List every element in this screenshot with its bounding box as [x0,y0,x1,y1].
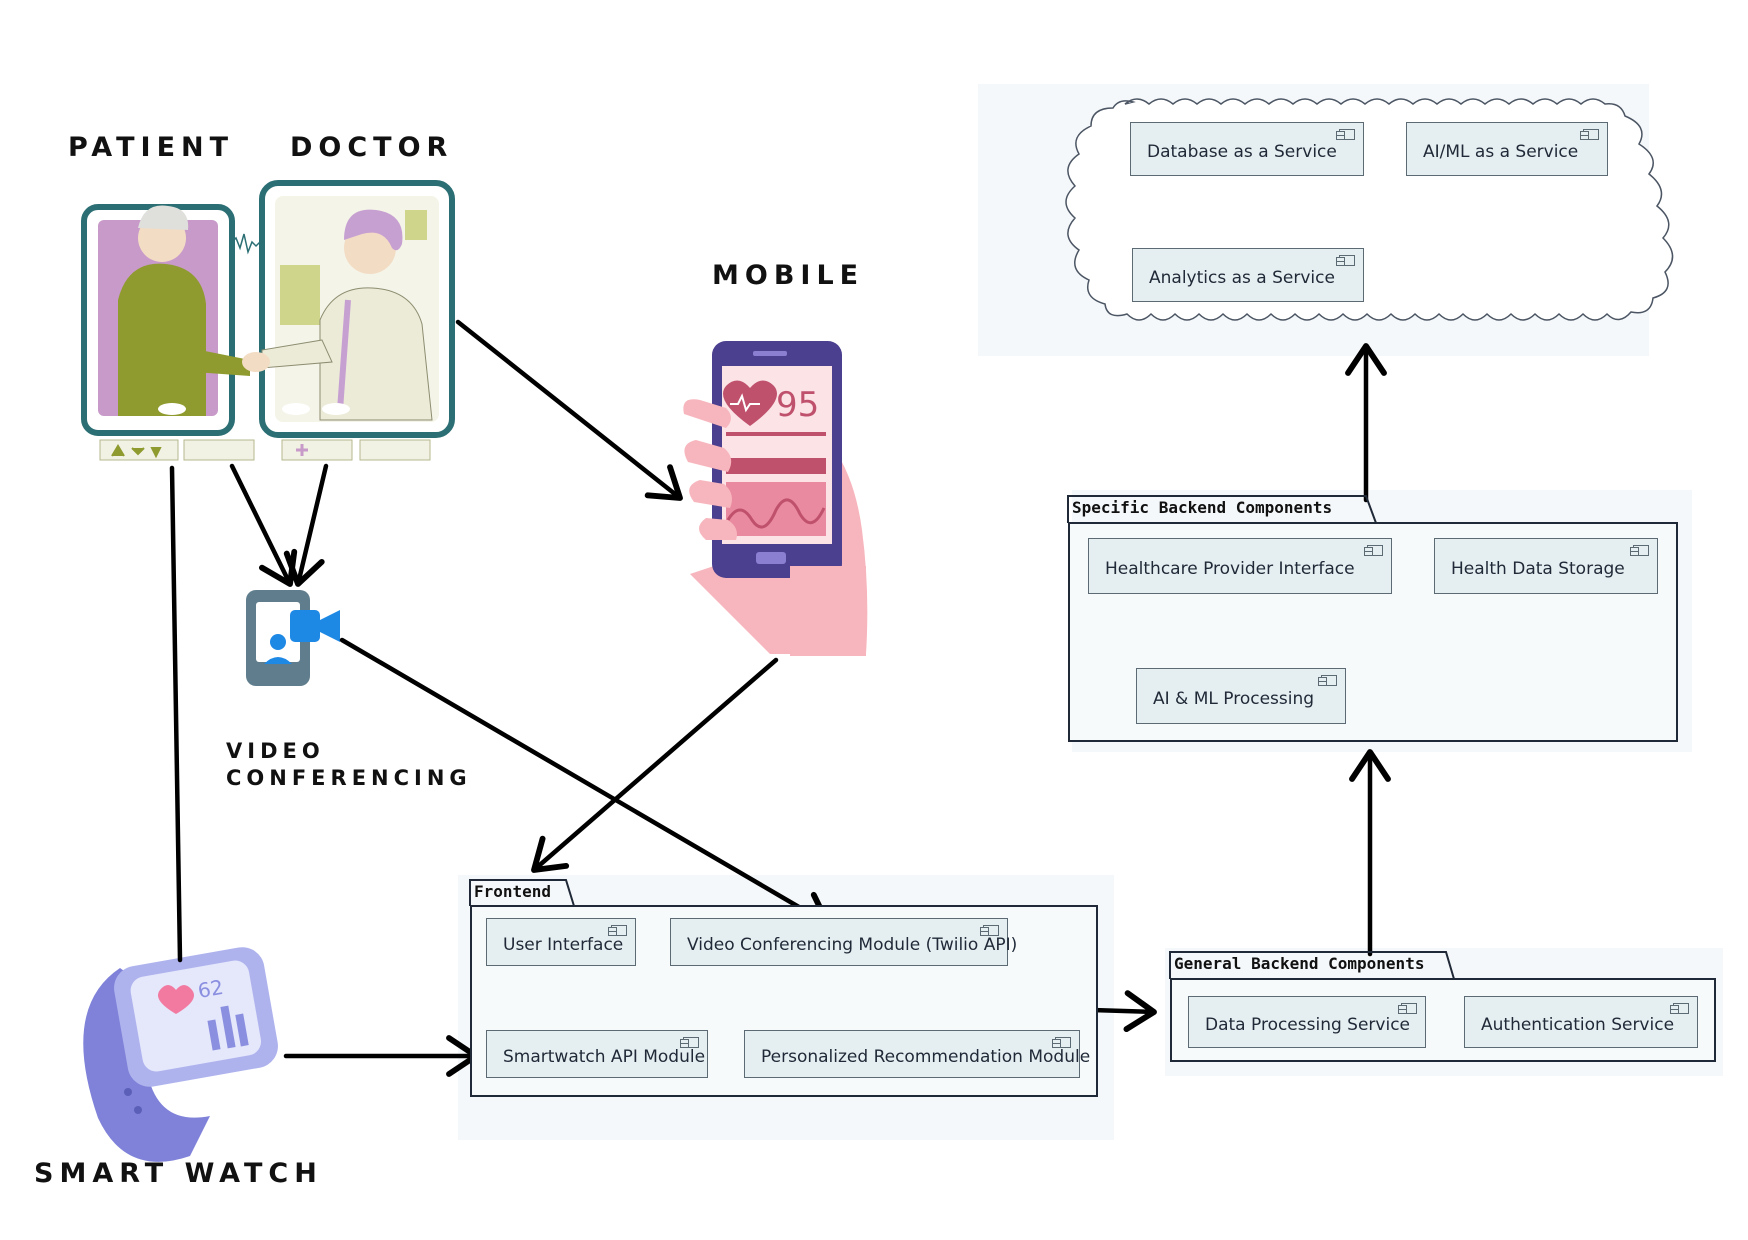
component-icon [1336,129,1355,140]
smartwatch-api-module-label: Smartwatch API Module [503,1047,706,1067]
component-icon [1052,1037,1071,1048]
component-icon [1670,1003,1689,1014]
component-icon [980,925,999,936]
data-processing-service: Data Processing Service [1188,996,1426,1048]
data-processing-service-label: Data Processing Service [1205,1015,1411,1035]
analytics-as-a-service-label: Analytics as a Service [1149,268,1335,288]
personalized-recommendation-module: Personalized Recommendation Module [744,1030,1090,1078]
ai-ml-processing-label: AI & ML Processing [1153,689,1315,709]
mobile-label: MOBILE [712,260,865,291]
video-label-line2: CONFERENCING [226,766,472,790]
video-conferencing-illustration [246,590,340,686]
specific-backend-title: Specific Backend Components [1072,498,1333,517]
patient-label: PATIENT [68,132,235,163]
component-icon [608,925,627,936]
arrow-frontend-to-general-backend [1089,990,1157,1033]
smartwatch-illustration: 62 [83,947,278,1162]
arrow-doctor-to-mobile [455,319,683,501]
smartwatch-label: SMART WATCH [34,1158,323,1189]
personalized-recommendation-module-label: Personalized Recommendation Module [761,1047,1091,1067]
component-icon [1398,1003,1417,1014]
component-icon [1318,675,1337,686]
health-data-storage: Health Data Storage [1434,538,1658,594]
analytics-as-a-service: Analytics as a Service [1132,248,1364,302]
watch-reading: 62 [196,975,225,1003]
database-as-a-service-label: Database as a Service [1147,142,1337,162]
ai-ml-as-a-service: AI/ML as a Service [1406,122,1608,176]
ai-ml-as-a-service-label: AI/ML as a Service [1423,142,1579,162]
general-backend-title: General Backend Components [1174,954,1425,973]
component-icon [1336,255,1355,266]
frontend-title: Frontend [474,882,552,901]
arrow-patient-to-video [229,463,298,587]
user-interface-label: User Interface [503,935,624,955]
smartwatch-api-module: Smartwatch API Module [486,1030,708,1078]
healthcare-provider-interface-label: Healthcare Provider Interface [1105,559,1355,579]
component-icon [1364,545,1383,556]
video-conferencing-label: VIDEO CONFERENCING [226,738,472,792]
heart-rate-value: 95 [776,385,819,425]
video-conferencing-module: Video Conferencing Module (Twilio API) [670,918,1017,966]
healthcare-provider-interface: Healthcare Provider Interface [1088,538,1392,594]
component-icon [1630,545,1649,556]
health-data-storage-label: Health Data Storage [1451,559,1625,579]
user-interface: User Interface [486,918,636,966]
authentication-service-label: Authentication Service [1481,1015,1675,1035]
arrow-doctor-to-video [283,463,329,587]
component-icon [680,1037,699,1048]
arrow-video-to-vc-module [339,637,831,929]
video-label-line1: VIDEO [226,739,325,763]
ai-ml-processing: AI & ML Processing [1136,668,1346,724]
database-as-a-service: Database as a Service [1130,122,1364,176]
authentication-service: Authentication Service [1464,996,1698,1048]
component-icon [1580,129,1599,140]
doctor-label: DOCTOR [290,132,454,163]
line-patient-to-watch [169,465,183,963]
video-conferencing-module-label: Video Conferencing Module (Twilio API) [687,935,1018,955]
patient-doctor-illustration [81,180,455,461]
arrow-mobile-to-frontend [531,657,779,873]
mobile-illustration [683,341,868,656]
